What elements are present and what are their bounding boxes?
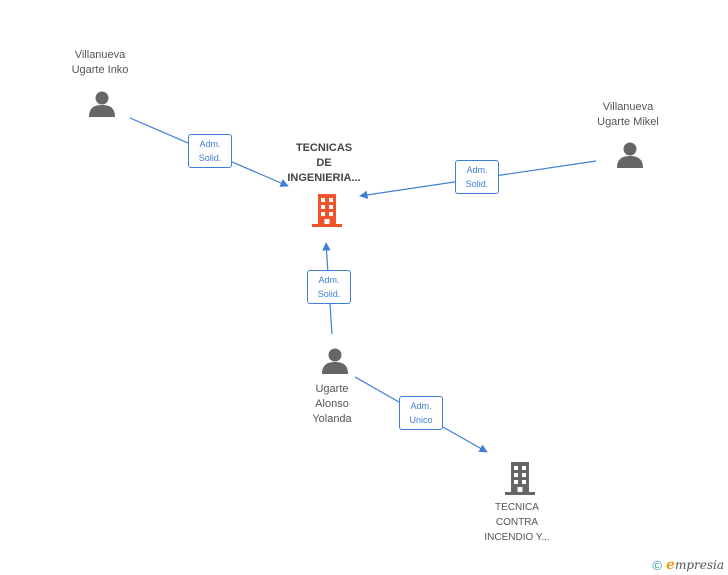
edge-label-yolanda-tecnica-contra[interactable]: Adm. Unico xyxy=(399,396,443,430)
footer-brand: © empresia xyxy=(652,557,724,573)
building-icon[interactable] xyxy=(310,192,344,228)
node-label-line: Yolanda xyxy=(312,413,352,425)
edge-label-line: Adm. xyxy=(318,275,340,285)
edge-label-inko-tecnicas[interactable]: Adm. Solid. xyxy=(188,134,232,168)
edge-label-mikel-tecnicas[interactable]: Adm. Solid. xyxy=(455,160,499,194)
person-icon[interactable] xyxy=(615,140,645,170)
node-label-line: TECNICA xyxy=(495,502,539,513)
node-label-line: Ugarte Mikel xyxy=(597,116,659,128)
edge-label-line: Unico xyxy=(409,415,433,425)
copyright-icon: © xyxy=(652,557,663,573)
edge-label-line: Solid. xyxy=(317,289,341,299)
brand-logo-text: mpresia xyxy=(674,558,724,572)
node-label-mikel[interactable]: Villanueva Ugarte Mikel xyxy=(578,100,678,130)
edge-label-line: Adm. xyxy=(466,165,488,175)
node-label-line: Villanueva xyxy=(602,101,654,113)
brand-logo-initial: e xyxy=(666,557,675,573)
node-label-line: Ugarte Inko xyxy=(71,64,129,76)
brand-logo[interactable]: empresia xyxy=(666,557,724,573)
node-label-line: Ugarte xyxy=(315,383,349,395)
node-label-tecnica-contra[interactable]: TECNICA CONTRA INCENDIO Y... xyxy=(467,500,567,545)
node-label-line: TECNICAS xyxy=(295,142,353,154)
node-label-tecnicas[interactable]: TECNICAS DE INGENIERIA... xyxy=(274,141,374,186)
node-label-line: DE xyxy=(316,157,332,169)
node-label-line: Villanueva xyxy=(74,49,126,61)
edge-label-line: Solid. xyxy=(465,179,489,189)
person-icon[interactable] xyxy=(320,346,350,376)
node-label-yolanda[interactable]: Ugarte Alonso Yolanda xyxy=(282,382,382,427)
node-label-line: INCENDIO Y... xyxy=(484,532,550,543)
person-icon[interactable] xyxy=(87,89,117,119)
edge-label-yolanda-tecnicas[interactable]: Adm. Solid. xyxy=(307,270,351,304)
edge-label-line: Solid. xyxy=(198,153,222,163)
node-label-line: INGENIERIA... xyxy=(287,172,361,184)
node-label-line: CONTRA xyxy=(495,517,539,528)
node-label-line: Alonso xyxy=(315,398,349,410)
edge-label-line: Adm. xyxy=(199,139,221,149)
building-icon[interactable] xyxy=(503,460,537,496)
node-label-inko[interactable]: Villanueva Ugarte Inko xyxy=(50,48,150,78)
edge-label-line: Adm. xyxy=(410,401,432,411)
